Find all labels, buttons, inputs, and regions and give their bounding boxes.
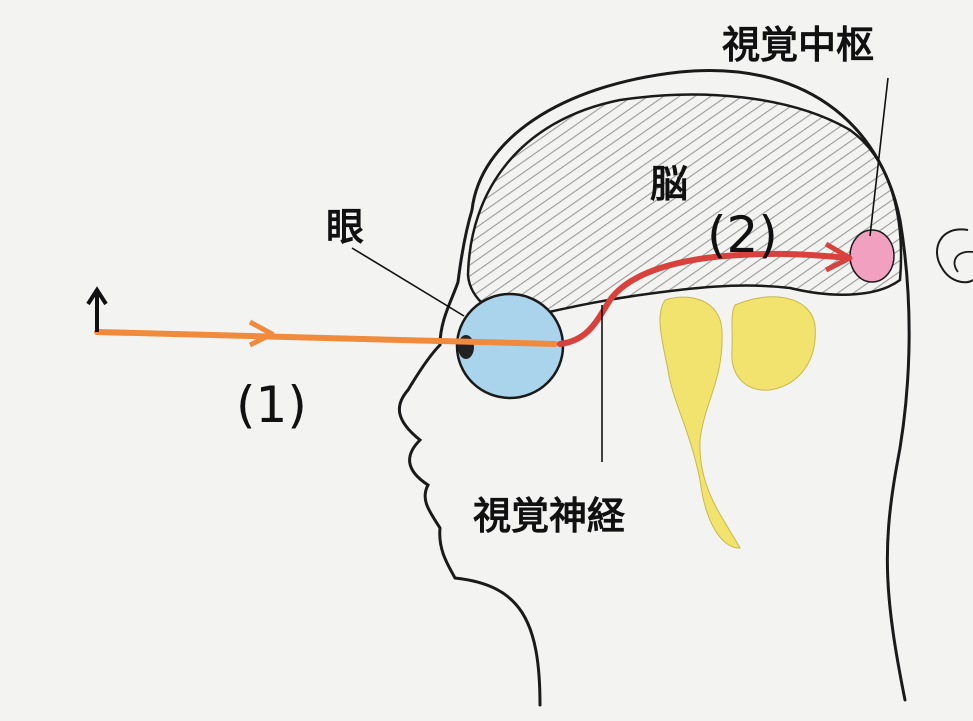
cerebellum-shape [732, 297, 816, 390]
label-brain: 脳 [650, 162, 688, 206]
brain-shape [468, 95, 901, 318]
label-eye: 眼 [326, 205, 364, 249]
up-arrow-icon [88, 290, 106, 332]
label-step-2: (2) [707, 206, 778, 264]
label-optic-nerve: 視覚神経 [473, 494, 626, 538]
ear-icon [937, 229, 973, 282]
brainstem-shape [660, 297, 740, 548]
visual-center-shape [850, 230, 894, 282]
eye-leader-line [352, 248, 464, 316]
label-visual-center: 視覚中枢 [722, 23, 874, 67]
label-step-1: (1) [236, 376, 307, 434]
